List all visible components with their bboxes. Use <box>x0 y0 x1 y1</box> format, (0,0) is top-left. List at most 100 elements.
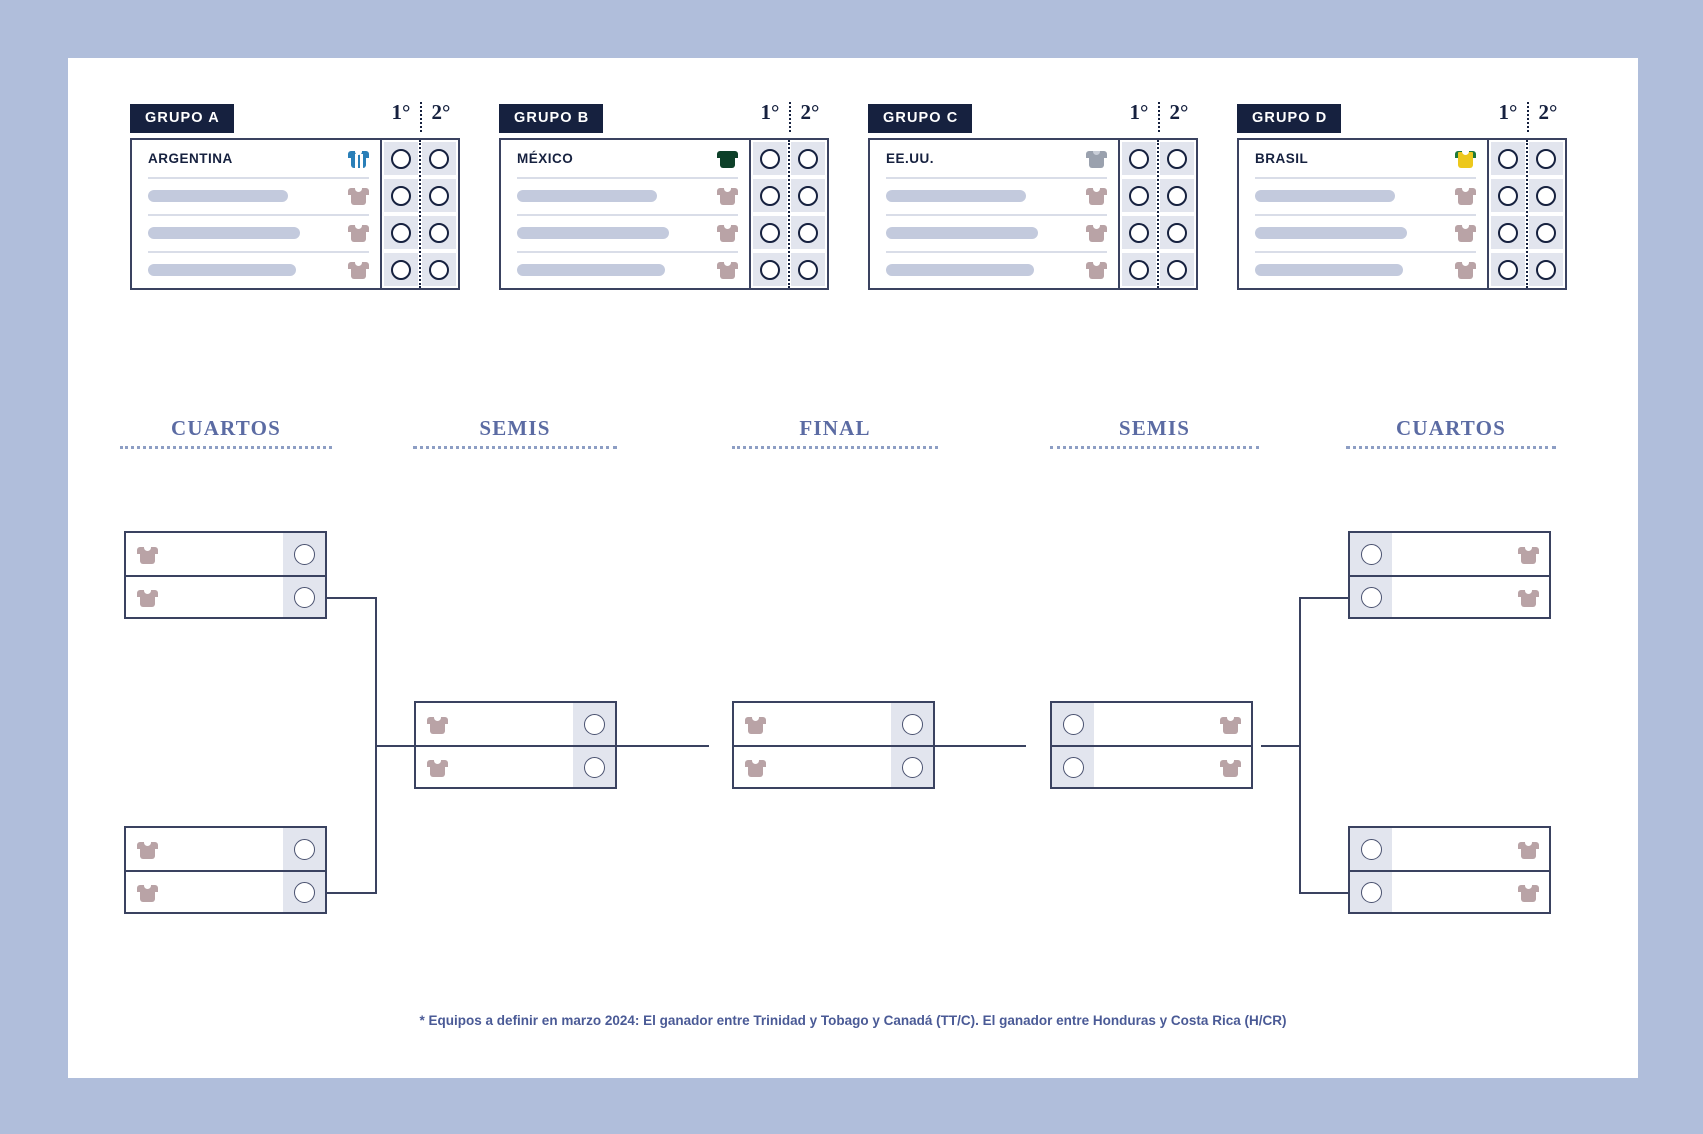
pick-second-place[interactable] <box>1160 253 1194 286</box>
bracket-slot[interactable] <box>734 703 933 745</box>
blank-shirt-icon <box>136 840 158 859</box>
ordinal-second-c: 2° <box>1169 100 1189 124</box>
bracket-slot[interactable] <box>126 870 325 912</box>
winner-pick-circle[interactable] <box>283 828 325 870</box>
winner-pick-circle[interactable] <box>891 747 933 787</box>
pick-first-place[interactable] <box>1122 216 1156 249</box>
pick-second-place[interactable] <box>1529 179 1563 212</box>
connector-line <box>934 745 1026 747</box>
blank-shirt-icon <box>136 545 158 564</box>
radio-circle-icon <box>760 185 780 206</box>
team-row <box>1239 177 1487 214</box>
bracket-slot[interactable] <box>416 745 615 787</box>
pick-first-place[interactable] <box>1122 179 1156 212</box>
pick-second-place[interactable] <box>791 179 825 212</box>
pick-first-place[interactable] <box>753 179 787 212</box>
blank-shirt-icon <box>717 260 738 279</box>
group-teams-b: MÉXICO <box>501 140 749 288</box>
radio-circle-icon <box>760 259 780 280</box>
pick-first-place[interactable] <box>384 142 418 175</box>
round-label-divider <box>1346 446 1556 449</box>
pick-second-place[interactable] <box>791 253 825 286</box>
pick-first-place[interactable] <box>753 142 787 175</box>
radio-circle-icon <box>1498 185 1518 206</box>
bracket-slot[interactable] <box>1350 828 1549 870</box>
blank-shirt-icon <box>1455 260 1476 279</box>
pick-first-place[interactable] <box>1491 142 1525 175</box>
pick-first-place[interactable] <box>753 216 787 249</box>
pick-first-place[interactable] <box>1122 253 1156 286</box>
pick-second-place[interactable] <box>791 216 825 249</box>
pick-first-place[interactable] <box>1491 253 1525 286</box>
group-tag-d: GRUPO D <box>1237 104 1342 133</box>
radio-circle-icon <box>583 756 605 778</box>
radio-circle-icon <box>798 222 818 243</box>
team-placeholder-bar <box>886 189 1026 202</box>
winner-pick-circle[interactable] <box>1350 577 1392 617</box>
radio-circle-icon <box>391 148 411 169</box>
bracket-slot[interactable] <box>126 575 325 617</box>
pick-second-place[interactable] <box>1160 179 1194 212</box>
pick-first-place[interactable] <box>384 253 418 286</box>
radio-circle-icon <box>1536 259 1556 280</box>
radio-circle-icon <box>293 838 315 860</box>
bracket-slot[interactable] <box>1350 870 1549 912</box>
bracket-slot[interactable] <box>126 533 325 575</box>
winner-pick-circle[interactable] <box>1350 533 1392 575</box>
blank-shirt-icon <box>348 260 369 279</box>
winner-pick-circle[interactable] <box>1350 828 1392 870</box>
pick-second-place[interactable] <box>1160 142 1194 175</box>
winner-pick-circle[interactable] <box>573 703 615 745</box>
team-placeholder-bar <box>517 226 669 239</box>
pick-second-place[interactable] <box>1529 216 1563 249</box>
pick-first-place[interactable] <box>1491 179 1525 212</box>
pick-first-place[interactable] <box>384 216 418 249</box>
connector-line <box>327 597 377 599</box>
winner-pick-circle[interactable] <box>573 747 615 787</box>
connector-line <box>327 892 377 894</box>
round-label-semis-left: SEMIS <box>413 416 617 449</box>
radio-circle-icon <box>1498 148 1518 169</box>
winner-pick-circle[interactable] <box>283 872 325 912</box>
bracket-slot[interactable] <box>734 745 933 787</box>
pick-first-place[interactable] <box>1122 142 1156 175</box>
winner-pick-circle[interactable] <box>283 577 325 617</box>
pick-second-place[interactable] <box>791 142 825 175</box>
team-placeholder-bar <box>148 263 296 276</box>
match-final <box>732 701 935 789</box>
bracket-sheet: GRUPO A 1° 2° ARGENTINA <box>68 58 1638 1078</box>
bracket-slot[interactable] <box>1052 703 1251 745</box>
winner-pick-circle[interactable] <box>1052 703 1094 745</box>
bracket-slot[interactable] <box>1350 575 1549 617</box>
blank-shirt-icon <box>136 883 158 902</box>
pick-second-place[interactable] <box>422 179 456 212</box>
team-row: BRASIL <box>1239 140 1487 177</box>
blank-shirt-icon <box>136 588 158 607</box>
pick-second-place[interactable] <box>1160 216 1194 249</box>
pick-first-place[interactable] <box>1491 216 1525 249</box>
pick-second-place[interactable] <box>1529 142 1563 175</box>
pick-second-place[interactable] <box>422 216 456 249</box>
blank-shirt-icon <box>348 186 369 205</box>
winner-pick-circle[interactable] <box>891 703 933 745</box>
radio-circle-icon <box>1129 222 1149 243</box>
bracket-slot[interactable] <box>416 703 615 745</box>
winner-pick-circle[interactable] <box>1350 872 1392 912</box>
team-row <box>501 251 749 288</box>
winner-pick-circle[interactable] <box>1052 747 1094 787</box>
ordinal-second-b: 2° <box>800 100 820 124</box>
radio-circle-icon <box>293 881 315 903</box>
pick-second-place[interactable] <box>422 253 456 286</box>
team-row: ARGENTINA <box>132 140 380 177</box>
bracket-slot[interactable] <box>1350 533 1549 575</box>
group-cards-row: GRUPO A 1° 2° ARGENTINA <box>68 58 1638 348</box>
pick-first-place[interactable] <box>753 253 787 286</box>
pick-second-place[interactable] <box>422 142 456 175</box>
bracket-slot[interactable] <box>1052 745 1251 787</box>
pick-first-place[interactable] <box>384 179 418 212</box>
pick-second-place[interactable] <box>1529 253 1563 286</box>
ordinal-second-d: 2° <box>1538 100 1558 124</box>
team-row <box>501 214 749 251</box>
bracket-slot[interactable] <box>126 828 325 870</box>
winner-pick-circle[interactable] <box>283 533 325 575</box>
